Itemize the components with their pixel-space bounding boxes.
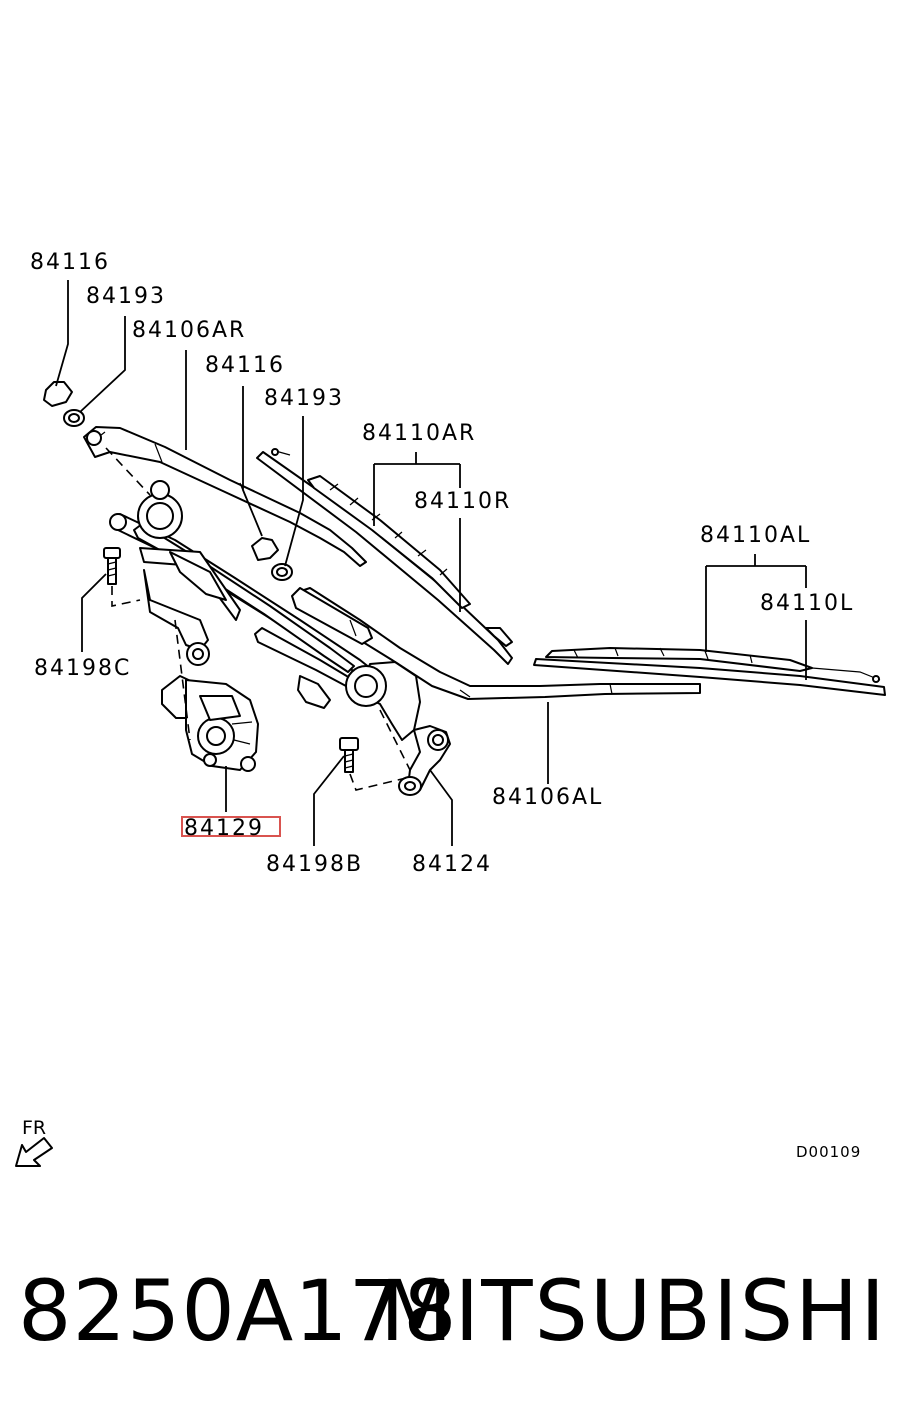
callout-84129-highlight bbox=[181, 816, 281, 837]
nut-cap-mid bbox=[251, 537, 279, 561]
callout-84110AR: 84110AR bbox=[362, 421, 476, 446]
callout-84193-mid: 84193 bbox=[264, 386, 344, 411]
bolt-left bbox=[103, 547, 121, 585]
footer: 8250A178 MITSUBISHI bbox=[0, 1262, 909, 1372]
wiper-blade-left bbox=[533, 647, 886, 696]
nut-mid bbox=[271, 563, 293, 581]
callout-84129: 84129 bbox=[184, 816, 264, 841]
wiper-blade-right bbox=[256, 448, 513, 665]
callout-84106AL: 84106AL bbox=[492, 785, 603, 810]
callout-84110L: 84110L bbox=[760, 591, 854, 616]
callout-84124: 84124 bbox=[412, 852, 492, 877]
bolt-right bbox=[339, 737, 359, 773]
callout-84198B: 84198B bbox=[266, 852, 363, 877]
wiper-arm-left bbox=[291, 587, 701, 700]
direction-label: FR bbox=[22, 1117, 46, 1139]
callout-84106AR: 84106AR bbox=[132, 318, 246, 343]
front-arrow-icon bbox=[15, 1137, 53, 1167]
nut-left bbox=[63, 409, 85, 427]
wiper-arm-right bbox=[83, 426, 367, 567]
nut-cap-left bbox=[43, 381, 73, 407]
direction-indicator: FR bbox=[15, 1117, 53, 1167]
wiper-motor bbox=[161, 675, 259, 772]
callout-84110AL: 84110AL bbox=[700, 523, 811, 548]
diagram-code: D00109 bbox=[796, 1143, 861, 1161]
wiper-linkage bbox=[109, 480, 451, 791]
brand-name: MITSUBISHI bbox=[379, 1262, 887, 1360]
callout-84110R: 84110R bbox=[414, 489, 511, 514]
nut-bottom bbox=[398, 776, 422, 796]
part-number: 8250A178 bbox=[18, 1262, 458, 1360]
leader-lines bbox=[55, 280, 807, 846]
callout-84116-left: 84116 bbox=[30, 250, 110, 275]
callout-84116-mid: 84116 bbox=[205, 353, 285, 378]
callout-84193-left: 84193 bbox=[86, 284, 166, 309]
callout-84198C: 84198C bbox=[34, 656, 131, 681]
